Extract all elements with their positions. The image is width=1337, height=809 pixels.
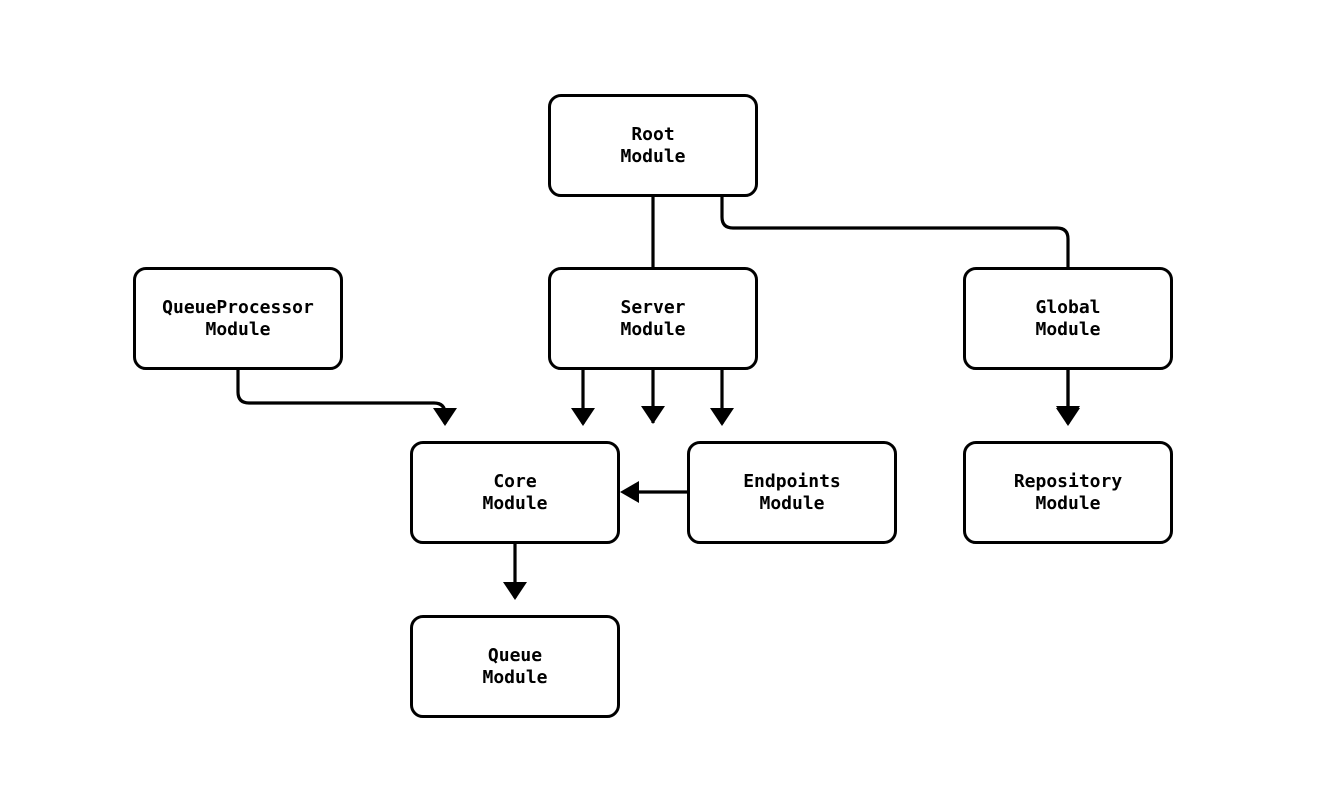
edge-core-queue — [503, 544, 527, 600]
node-queueprocessor[interactable]: QueueProcessor Module — [133, 267, 343, 370]
node-repository[interactable]: Repository Module — [963, 441, 1173, 544]
edge-endpoints-core — [620, 481, 687, 503]
node-repository-label-line2: Module — [1035, 492, 1101, 514]
node-root[interactable]: Root Module — [548, 94, 758, 197]
node-endpoints[interactable]: Endpoints Module — [687, 441, 897, 544]
node-repository-label-line1: Repository — [1013, 470, 1123, 492]
node-queueprocessor-label-line1: QueueProcessor — [162, 296, 314, 318]
node-core-label-line2: Module — [482, 492, 548, 514]
edge-global-repository — [1056, 370, 1080, 426]
node-core[interactable]: Core Module — [410, 441, 620, 544]
node-global-label-line1: Global — [1035, 296, 1101, 318]
node-server-label-line1: Server — [620, 296, 686, 318]
node-queue-label-line1: Queue — [487, 644, 543, 666]
node-endpoints-label-line1: Endpoints — [743, 470, 841, 492]
edge-server-endpoints — [710, 370, 734, 426]
node-queueprocessor-label-line2: Module — [205, 318, 271, 340]
node-server-label-line2: Module — [620, 318, 686, 340]
node-global-label-line2: Module — [1035, 318, 1101, 340]
edge-queueprocessor-core — [236, 370, 457, 426]
node-server[interactable]: Server Module — [548, 267, 758, 370]
edge-server-core — [571, 370, 595, 426]
node-core-label-line1: Core — [493, 470, 537, 492]
node-root-label-line1: Root — [631, 123, 675, 145]
node-queue-label-line2: Module — [482, 666, 548, 688]
node-root-label-line2: Module — [620, 145, 686, 167]
node-queue[interactable]: Queue Module — [410, 615, 620, 718]
node-endpoints-label-line2: Module — [759, 492, 825, 514]
node-global[interactable]: Global Module — [963, 267, 1173, 370]
